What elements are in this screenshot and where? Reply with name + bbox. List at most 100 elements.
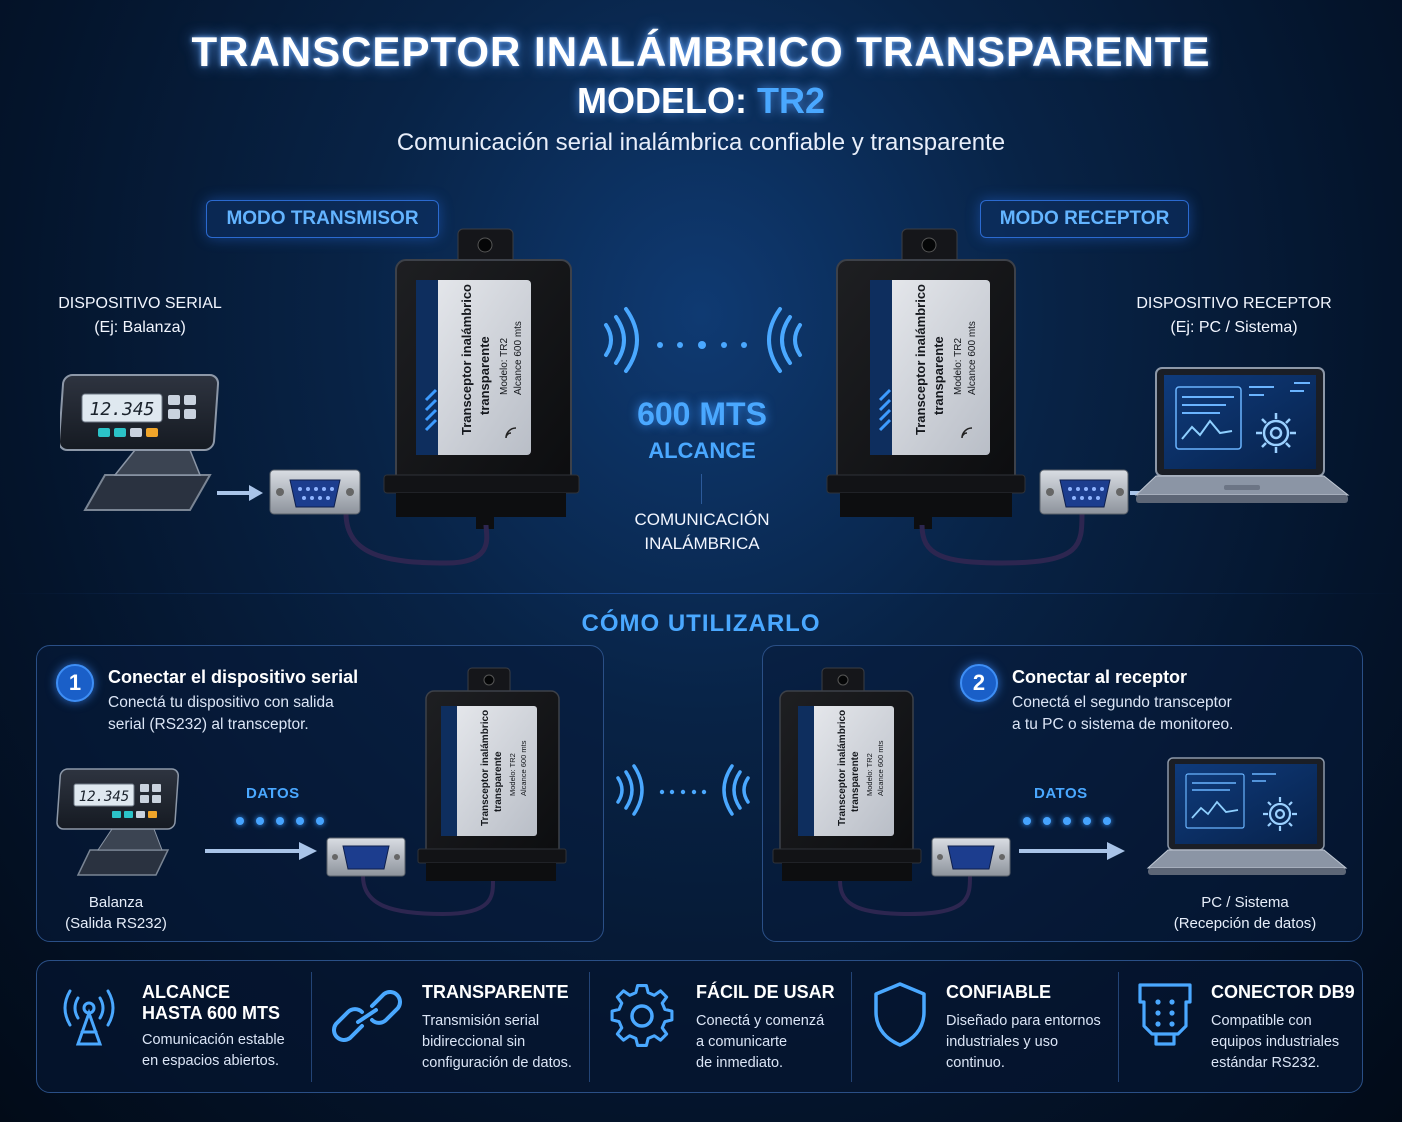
receiver-device-title: DISPOSITIVO RECEPTOR xyxy=(1136,295,1332,312)
feature-db9-title: CONECTOR DB9 xyxy=(1211,982,1355,1002)
scale-device-icon: 12.345 xyxy=(60,374,220,511)
transceiver-small-left: Transceptor inalámbrico transparente Mod… xyxy=(326,667,567,917)
device-label-line4: Alcance 600 mts xyxy=(876,740,885,796)
serial-device-title: DISPOSITIVO SERIAL xyxy=(58,295,222,312)
step1-caption-line1: Balanza xyxy=(88,894,144,911)
transceiver-receiver-device: Transceptor inalámbrico transparente Mod… xyxy=(826,228,1142,566)
feature-reliable-desc-3: continuo. xyxy=(946,1055,1005,1071)
feature-transparent: TRANSPARENTE Transmisión serial bidirecc… xyxy=(422,982,582,1074)
device-label-line4: Alcance 600 mts xyxy=(519,740,528,796)
feature-db9-desc: Compatible con equipos industriales está… xyxy=(1211,1011,1356,1074)
feature-db9: CONECTOR DB9 Compatible con equipos indu… xyxy=(1211,982,1356,1074)
page-title: TRANSCEPTOR INALÁMBRICO TRANSPARENTE xyxy=(191,28,1211,75)
step1-caption: Balanza (Salida RS232) xyxy=(52,892,180,934)
feature-easy-desc: Conectá y comenzá a comunicarte de inmed… xyxy=(696,1011,846,1074)
feature-transparent-desc-3: configuración de datos. xyxy=(422,1055,572,1071)
feature-range-title-2: HASTA 600 MTS xyxy=(142,1003,281,1023)
feature-transparent-desc: Transmisión serial bidireccional sin con… xyxy=(422,1011,582,1074)
wireless-comm-label: COMUNICACIÓN INALÁMBRICA xyxy=(592,508,812,556)
model-heading: MODELO: TR2 xyxy=(0,80,1402,122)
feature-easy-title: FÁCIL DE USAR xyxy=(696,982,835,1002)
transceiver-small-right: Transceptor inalámbrico transparente Mod… xyxy=(772,667,1011,917)
how-to-title: CÓMO UTILIZARLO xyxy=(581,610,821,637)
device-label-line3: Modelo: TR2 xyxy=(499,337,510,395)
device-label-line2: transparente xyxy=(931,336,946,415)
serial-device-label: DISPOSITIVO SERIAL (Ej: Balanza) xyxy=(40,292,240,340)
step2-desc-line2: a tu PC o sistema de monitoreo. xyxy=(1012,716,1234,733)
step2-data-label: DATOS xyxy=(1034,785,1088,802)
feature-reliable-title: CONFIABLE xyxy=(946,982,1051,1002)
transceiver-transmitter-device: Transceptor inalámbrico transparente Mod… xyxy=(269,228,580,566)
step1-title: Conectar el dispositivo serial xyxy=(108,667,359,687)
range-label: ALCANCE xyxy=(648,438,756,463)
feature-range-desc-1: Comunicación estable xyxy=(142,1032,285,1048)
step1-desc-line2: serial (RS232) al transceptor. xyxy=(108,716,309,733)
device-label-line1: Transceptor inalámbrico xyxy=(837,710,848,826)
step2-data-dots xyxy=(1023,812,1123,825)
step1-arrow-icon xyxy=(205,842,317,860)
scale-small-icon: 12.345 xyxy=(56,768,179,876)
feature-easy: FÁCIL DE USAR Conectá y comenzá a comuni… xyxy=(696,982,846,1074)
wireless-signal-small-icon xyxy=(616,764,750,816)
model-name: TR2 xyxy=(756,80,825,121)
wireless-signal-icon xyxy=(604,307,802,373)
laptop-pc-icon xyxy=(1134,367,1350,503)
feature-range: ALCANCE HASTA 600 MTS Comunicación estab… xyxy=(142,982,302,1072)
scale-display-reading: 12.345 xyxy=(89,399,154,420)
feature-easy-desc-1: Conectá y comenzá xyxy=(696,1013,825,1029)
step1-caption-line2: (Salida RS232) xyxy=(65,915,167,932)
feature-easy-desc-3: de inmediato. xyxy=(696,1055,784,1071)
step2-caption: PC / Sistema (Recepción de datos) xyxy=(1160,892,1330,934)
feature-transparent-title: TRANSPARENTE xyxy=(422,982,569,1002)
feature-range-title-1: ALCANCE xyxy=(142,982,230,1002)
device-label-line1: Transceptor inalámbrico xyxy=(480,710,491,826)
device-label-line1: Transceptor inalámbrico xyxy=(913,284,928,435)
comm-line1: COMUNICACIÓN xyxy=(634,510,770,529)
step1-data-dots xyxy=(236,812,336,825)
receiver-device-label: DISPOSITIVO RECEPTOR (Ej: PC / Sistema) xyxy=(1124,292,1344,340)
feature-reliable-desc-2: industriales y uso xyxy=(946,1034,1059,1050)
feature-db9-desc-1: Compatible con xyxy=(1211,1013,1312,1029)
feature-reliable-desc-1: Diseñado para entornos xyxy=(946,1013,1101,1029)
mode-transmitter-badge: MODO TRANSMISOR xyxy=(206,200,439,238)
range-value: 600 MTS xyxy=(637,396,767,432)
step2-desc-line1: Conectá el segundo transceptor xyxy=(1012,694,1232,711)
features-bar xyxy=(36,960,1363,1093)
step1-number-badge: 1 xyxy=(56,664,94,702)
feature-range-desc: Comunicación estable en espacios abierto… xyxy=(142,1030,302,1072)
step1-desc-line1: Conectá tu dispositivo con salida xyxy=(108,694,334,711)
model-prefix: MODELO: xyxy=(576,80,747,121)
device-label-line3: Modelo: TR2 xyxy=(865,753,874,796)
feature-reliable: CONFIABLE Diseñado para entornos industr… xyxy=(946,982,1111,1074)
shield-icon xyxy=(874,982,926,1047)
scale-small-reading: 12.345 xyxy=(79,789,130,805)
step1-description: Conectá tu dispositivo con salida serial… xyxy=(108,692,334,736)
step2-description: Conectá el segundo transceptor a tu PC o… xyxy=(1012,692,1233,736)
feature-db9-desc-3: estándar RS232. xyxy=(1211,1055,1320,1071)
feature-db9-desc-2: equipos industriales xyxy=(1211,1034,1340,1050)
feature-transparent-desc-1: Transmisión serial xyxy=(422,1013,540,1029)
device-label-line3: Modelo: TR2 xyxy=(508,753,517,796)
page-subtitle: Comunicación serial inalámbrica confiabl… xyxy=(396,129,1006,156)
feature-reliable-desc: Diseñado para entornos industriales y us… xyxy=(946,1011,1111,1074)
device-label-line2: transparente xyxy=(493,751,504,812)
mode-receiver-badge: MODO RECEPTOR xyxy=(980,200,1189,238)
device-label-line4: Alcance 600 mts xyxy=(513,321,524,395)
antenna-icon xyxy=(63,989,115,1046)
db9-connector-icon xyxy=(1138,983,1192,1046)
step2-title: Conectar al receptor xyxy=(1012,667,1188,687)
device-label-line2: transparente xyxy=(850,751,861,812)
gear-icon xyxy=(610,984,674,1047)
serial-device-example: (Ej: Balanza) xyxy=(94,319,186,336)
device-label-line1: Transceptor inalámbrico xyxy=(459,284,474,435)
comm-line2: INALÁMBRICA xyxy=(644,534,760,553)
arrow-right-icon xyxy=(217,485,263,501)
device-label-line4: Alcance 600 mts xyxy=(967,321,978,395)
step2-caption-line1: PC / Sistema xyxy=(1201,894,1289,911)
feature-range-desc-2: en espacios abiertos. xyxy=(142,1053,280,1069)
step1-data-label: DATOS xyxy=(246,785,300,802)
step2-caption-line2: (Recepción de datos) xyxy=(1173,915,1317,932)
link-icon xyxy=(332,990,402,1042)
feature-easy-desc-2: a comunicarte xyxy=(696,1034,788,1050)
step2-arrow-icon xyxy=(1019,842,1125,860)
